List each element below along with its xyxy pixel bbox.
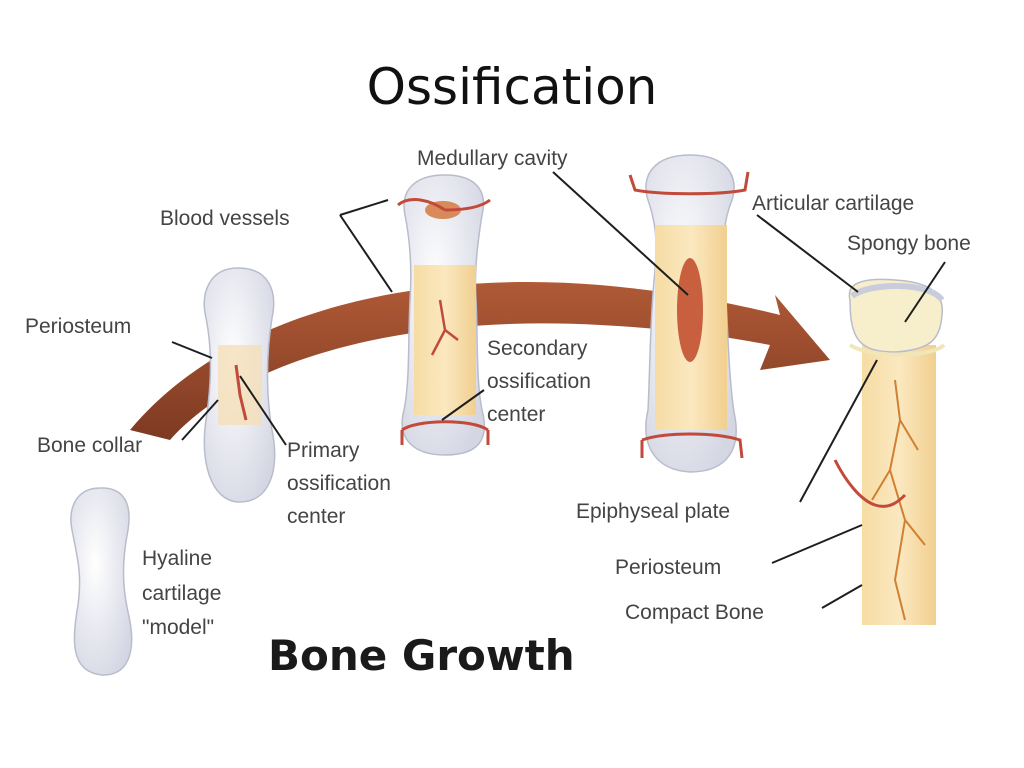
label-primary-ossification-center-3: center [287, 505, 345, 528]
bone-collar-stage [203, 267, 276, 503]
slide-title: Ossification [366, 58, 658, 116]
leader-lines [171, 171, 946, 609]
diagram-caption: Bone Growth [268, 631, 575, 680]
label-epiphyseal-plate: Epiphyseal plate [576, 500, 730, 523]
vascularized-stage [397, 174, 491, 456]
label-primary-ossification-center: Primary [287, 439, 360, 462]
label-secondary-ossification-center-3: center [487, 403, 545, 426]
label-bone-collar: Bone collar [37, 434, 142, 457]
label-hyaline-cartilage: Hyaline [142, 547, 212, 570]
mature-bone [833, 278, 946, 625]
label-blood-vessels: Blood vessels [160, 207, 290, 230]
label-spongy-bone: Spongy bone [847, 232, 971, 255]
label-articular-cartilage: Articular cartilage [752, 192, 914, 215]
hyaline-cartilage-model [70, 487, 133, 676]
label-primary-ossification-center-2: ossification [287, 472, 391, 495]
medullary-stage [628, 154, 750, 473]
label-periosteum-right: Periosteum [615, 556, 721, 579]
label-medullary-cavity: Medullary cavity [417, 147, 568, 170]
label-secondary-ossification-center: Secondary [487, 337, 588, 360]
label-secondary-ossification-center-2: ossification [487, 370, 591, 393]
label-compact-bone: Compact Bone [625, 601, 764, 624]
label-periosteum-left: Periosteum [25, 315, 131, 338]
label-hyaline-cartilage-2: cartilage [142, 582, 221, 605]
label-hyaline-cartilage-3: "model" [142, 616, 214, 639]
